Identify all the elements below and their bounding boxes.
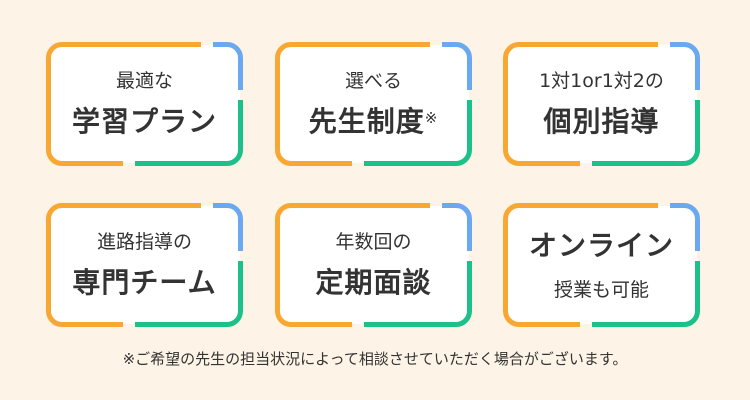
card-background: [278, 45, 469, 163]
card-line-2: 個別指導: [543, 100, 659, 140]
border-green: [364, 261, 472, 327]
card-line-1: 選べる: [344, 70, 402, 92]
card-line-2-text: 個別指導: [543, 105, 660, 138]
card-border: [46, 203, 243, 327]
feature-card-individual-tutoring: 1対1or1対2の 個別指導: [503, 42, 700, 166]
card-line-2: 定期面談: [315, 261, 431, 301]
border-green: [364, 100, 472, 166]
footnote: ※ご希望の先生の担当状況によって相談させていただく場合がございます。: [122, 350, 628, 368]
card-line-2: 先生制度※: [309, 100, 439, 140]
card-line-2-text: 定期面談: [315, 266, 432, 299]
feature-card-regular-meetings: 年数回の 定期面談: [275, 203, 472, 327]
border-blue: [442, 42, 472, 90]
feature-card-career-guidance-team: 進路指導の 専門チーム: [46, 203, 243, 327]
card-line-2-text: 学習プラン: [71, 105, 217, 138]
card-background: [506, 45, 697, 163]
card-line-2: 専門チーム: [72, 261, 216, 301]
border-orange: [503, 42, 658, 166]
border-blue: [442, 203, 472, 251]
card-background: [49, 206, 240, 324]
feature-card-online-lessons: オンライン 授業も可能: [503, 203, 700, 327]
card-border: [46, 42, 243, 166]
card-background: [278, 206, 469, 324]
card-line-2: 学習プラン: [72, 100, 217, 140]
card-line-1: 進路指導の: [96, 231, 192, 253]
border-blue: [213, 42, 243, 90]
card-border: [503, 203, 700, 327]
card-background: [506, 206, 697, 324]
border-green: [592, 100, 700, 166]
card-note-mark: ※: [424, 109, 439, 127]
card-background: [49, 45, 240, 163]
border-green: [135, 100, 243, 166]
border-green: [135, 261, 243, 327]
card-line-2-text: 先生制度: [308, 105, 425, 138]
border-orange: [275, 42, 430, 166]
border-blue: [670, 203, 700, 251]
border-orange: [275, 203, 430, 327]
card-line-1: 年数回の: [335, 231, 412, 253]
feature-card-optimal-study-plan: 最適な 学習プラン: [46, 42, 243, 166]
card-line-2-text: 専門チーム: [72, 266, 217, 299]
card-line-1: オンライン: [528, 228, 674, 262]
card-border: [275, 203, 472, 327]
border-orange: [46, 203, 201, 327]
card-line-2: 授業も可能: [554, 270, 649, 303]
card-line-2-text: 授業も可能: [553, 278, 649, 301]
border-orange: [503, 203, 658, 327]
card-line-1: 最適な: [115, 70, 173, 92]
border-orange: [46, 42, 201, 166]
card-border: [275, 42, 472, 166]
border-green: [592, 261, 700, 327]
border-blue: [213, 203, 243, 251]
border-blue: [670, 42, 700, 90]
card-border: [503, 42, 700, 166]
card-line-1: 1対1or1対2の: [539, 70, 664, 92]
feature-card-selectable-teacher: 選べる 先生制度※: [275, 42, 472, 166]
